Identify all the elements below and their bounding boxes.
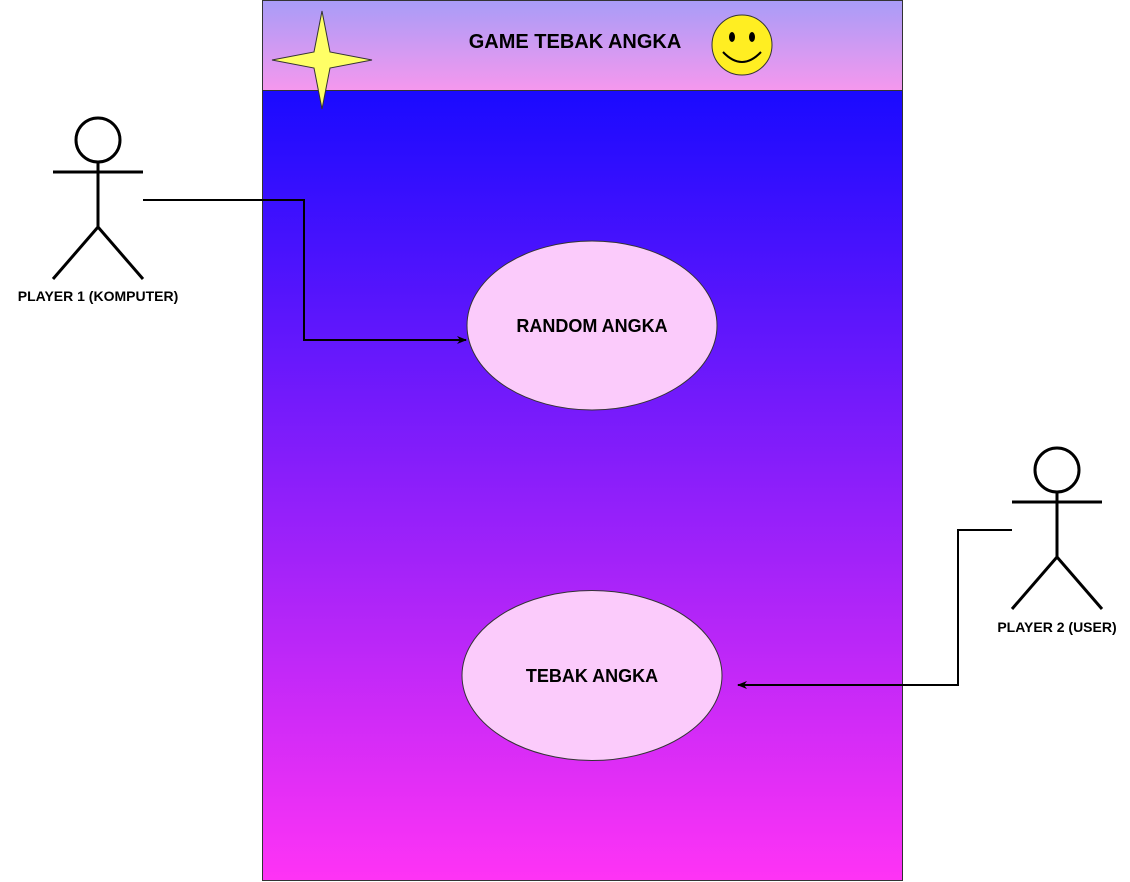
- system-header: [262, 0, 903, 91]
- use-case-random-angka[interactable]: RANDOM ANGKA: [466, 240, 718, 411]
- stick-figure-icon: [1010, 446, 1104, 610]
- actor-player-2-label: PLAYER 2 (USER): [997, 619, 1116, 635]
- use-case-tebak-label: TEBAK ANGKA: [526, 666, 658, 686]
- four-point-star-icon: [271, 10, 373, 110]
- use-case-random-label: RANDOM ANGKA: [516, 316, 667, 336]
- smiley-face-icon: [711, 14, 773, 76]
- association-player2-tebak[interactable]: [737, 529, 1012, 689]
- use-case-tebak-angka[interactable]: TEBAK ANGKA: [461, 590, 723, 761]
- system-body: [262, 90, 903, 881]
- actor-player-1-label: PLAYER 1 (KOMPUTER): [18, 288, 179, 304]
- stick-figure-icon: [51, 116, 145, 280]
- system-title: GAME TEBAK ANGKA: [469, 31, 682, 53]
- actor-player-1[interactable]: PLAYER 1 (KOMPUTER): [18, 116, 179, 304]
- association-player1-random[interactable]: [143, 199, 467, 344]
- actor-player-2[interactable]: PLAYER 2 (USER): [997, 446, 1117, 635]
